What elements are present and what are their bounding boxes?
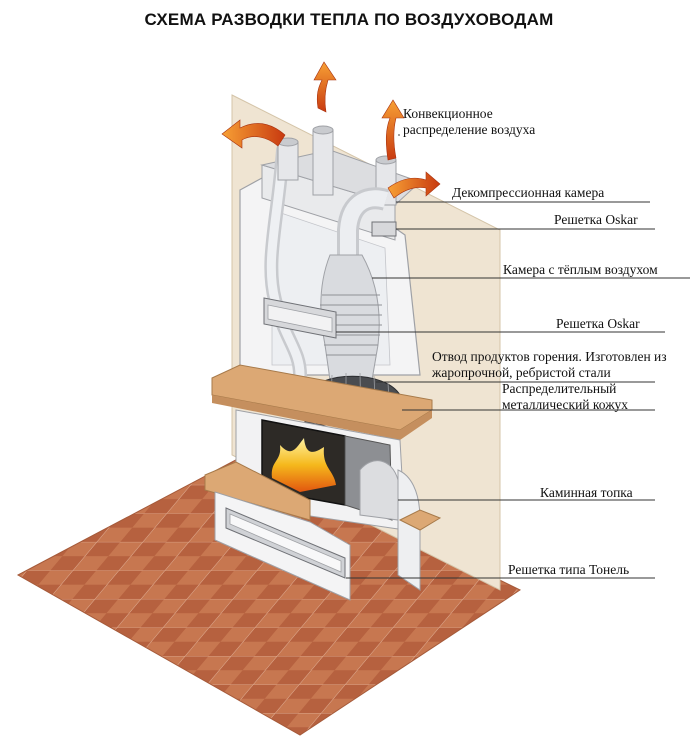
arrow-top-center bbox=[313, 61, 337, 113]
grille-oskar-top bbox=[371, 221, 397, 237]
arrow-left bbox=[221, 119, 286, 149]
label-firebox: Каминная топка bbox=[540, 485, 633, 500]
label-grille-oskar-top: Решетка Oskar bbox=[554, 212, 638, 227]
label-metal-casing: Распределительный металлический кожух bbox=[502, 381, 629, 412]
pipe-left bbox=[277, 141, 299, 181]
hearth-top bbox=[204, 461, 311, 521]
pipe-center bbox=[312, 129, 334, 196]
fire bbox=[271, 438, 336, 492]
label-flue: Отвод продуктов горения. Изготовлен из ж… bbox=[432, 349, 667, 380]
label-decompression-chamber: Декомпрессионная камера bbox=[452, 185, 605, 200]
label-grille-tunnel: Решетка типа Тонель bbox=[508, 562, 630, 577]
duct-left-inner bbox=[266, 145, 305, 380]
label-warm-air-chamber: Камера с тёплым воздухом bbox=[503, 262, 658, 277]
arrow-right bbox=[387, 171, 441, 199]
arrow-top-right bbox=[381, 99, 405, 161]
label-convection: Конвекционное распределение воздуха bbox=[403, 106, 536, 137]
diagram-title: СХЕМА РАЗВОДКИ ТЕПЛА ПО ВОЗДУХОВОДАМ bbox=[144, 10, 554, 29]
floor bbox=[16, 454, 522, 736]
label-grille-oskar-mid: Решетка Oskar bbox=[556, 316, 640, 331]
